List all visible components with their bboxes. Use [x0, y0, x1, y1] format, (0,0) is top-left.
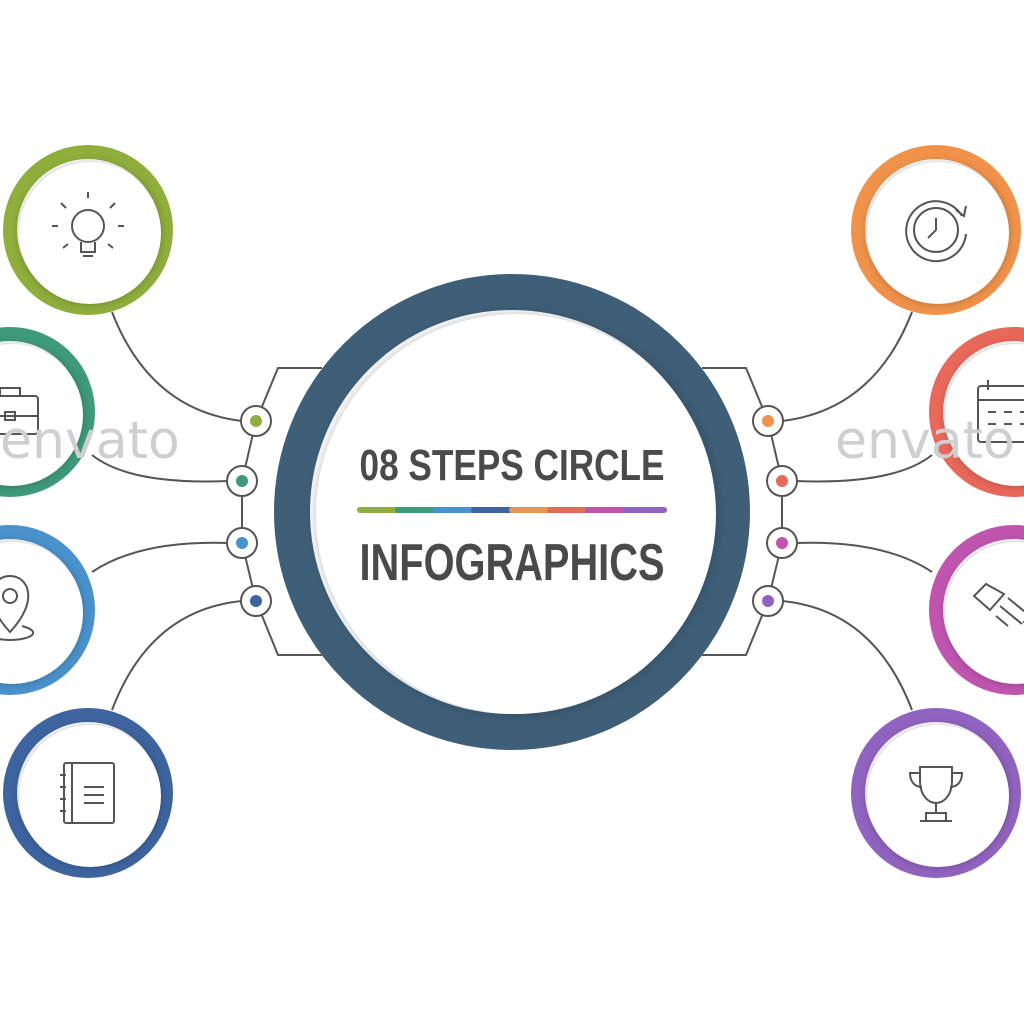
step-circle-3: [0, 525, 95, 695]
handshake-icon: [972, 582, 1024, 627]
step-circle-2: [0, 327, 95, 497]
step-node-7: [766, 527, 798, 559]
location-pin-icon: [0, 574, 35, 642]
step-node-2: [226, 465, 258, 497]
clock-refresh-icon: [905, 200, 967, 263]
calendar-icon: [977, 380, 1024, 443]
step-node-4: [240, 585, 272, 617]
step-node-5: [752, 405, 784, 437]
watermark-left: envato: [0, 411, 180, 471]
right-bracket: [702, 367, 783, 656]
connectors: [91, 311, 933, 711]
step-circle-7: [929, 525, 1024, 695]
step-node-6: [766, 465, 798, 497]
step-circle-5: [851, 145, 1021, 315]
briefcase-icon: [0, 387, 39, 435]
step-circle-4: [3, 708, 173, 878]
connector-1: [111, 311, 243, 422]
watermark-right: envato: [835, 411, 1015, 471]
step-circle-6: [929, 327, 1024, 497]
step-node-8: [752, 585, 784, 617]
title-line-1: 08 STEPS CIRCLE: [360, 441, 665, 490]
connector-2: [91, 454, 229, 483]
center-ring: [274, 274, 750, 750]
connector-6: [795, 454, 933, 483]
title-line-2: INFOGRAPHICS: [360, 534, 665, 592]
connector-4: [111, 600, 243, 711]
step-circle-1: [3, 145, 173, 315]
center-disc: [316, 314, 716, 714]
connector-5: [781, 311, 913, 422]
left-bracket: [241, 367, 322, 656]
connector-8: [781, 600, 913, 711]
connector-7: [795, 541, 933, 573]
step-node-3: [226, 527, 258, 559]
step-node-1: [240, 405, 272, 437]
notebook-icon: [60, 762, 115, 824]
lightbulb-icon: [52, 192, 124, 257]
trophy-icon: [908, 766, 964, 822]
step-circle-8: [851, 708, 1021, 878]
connector-3: [91, 541, 229, 573]
